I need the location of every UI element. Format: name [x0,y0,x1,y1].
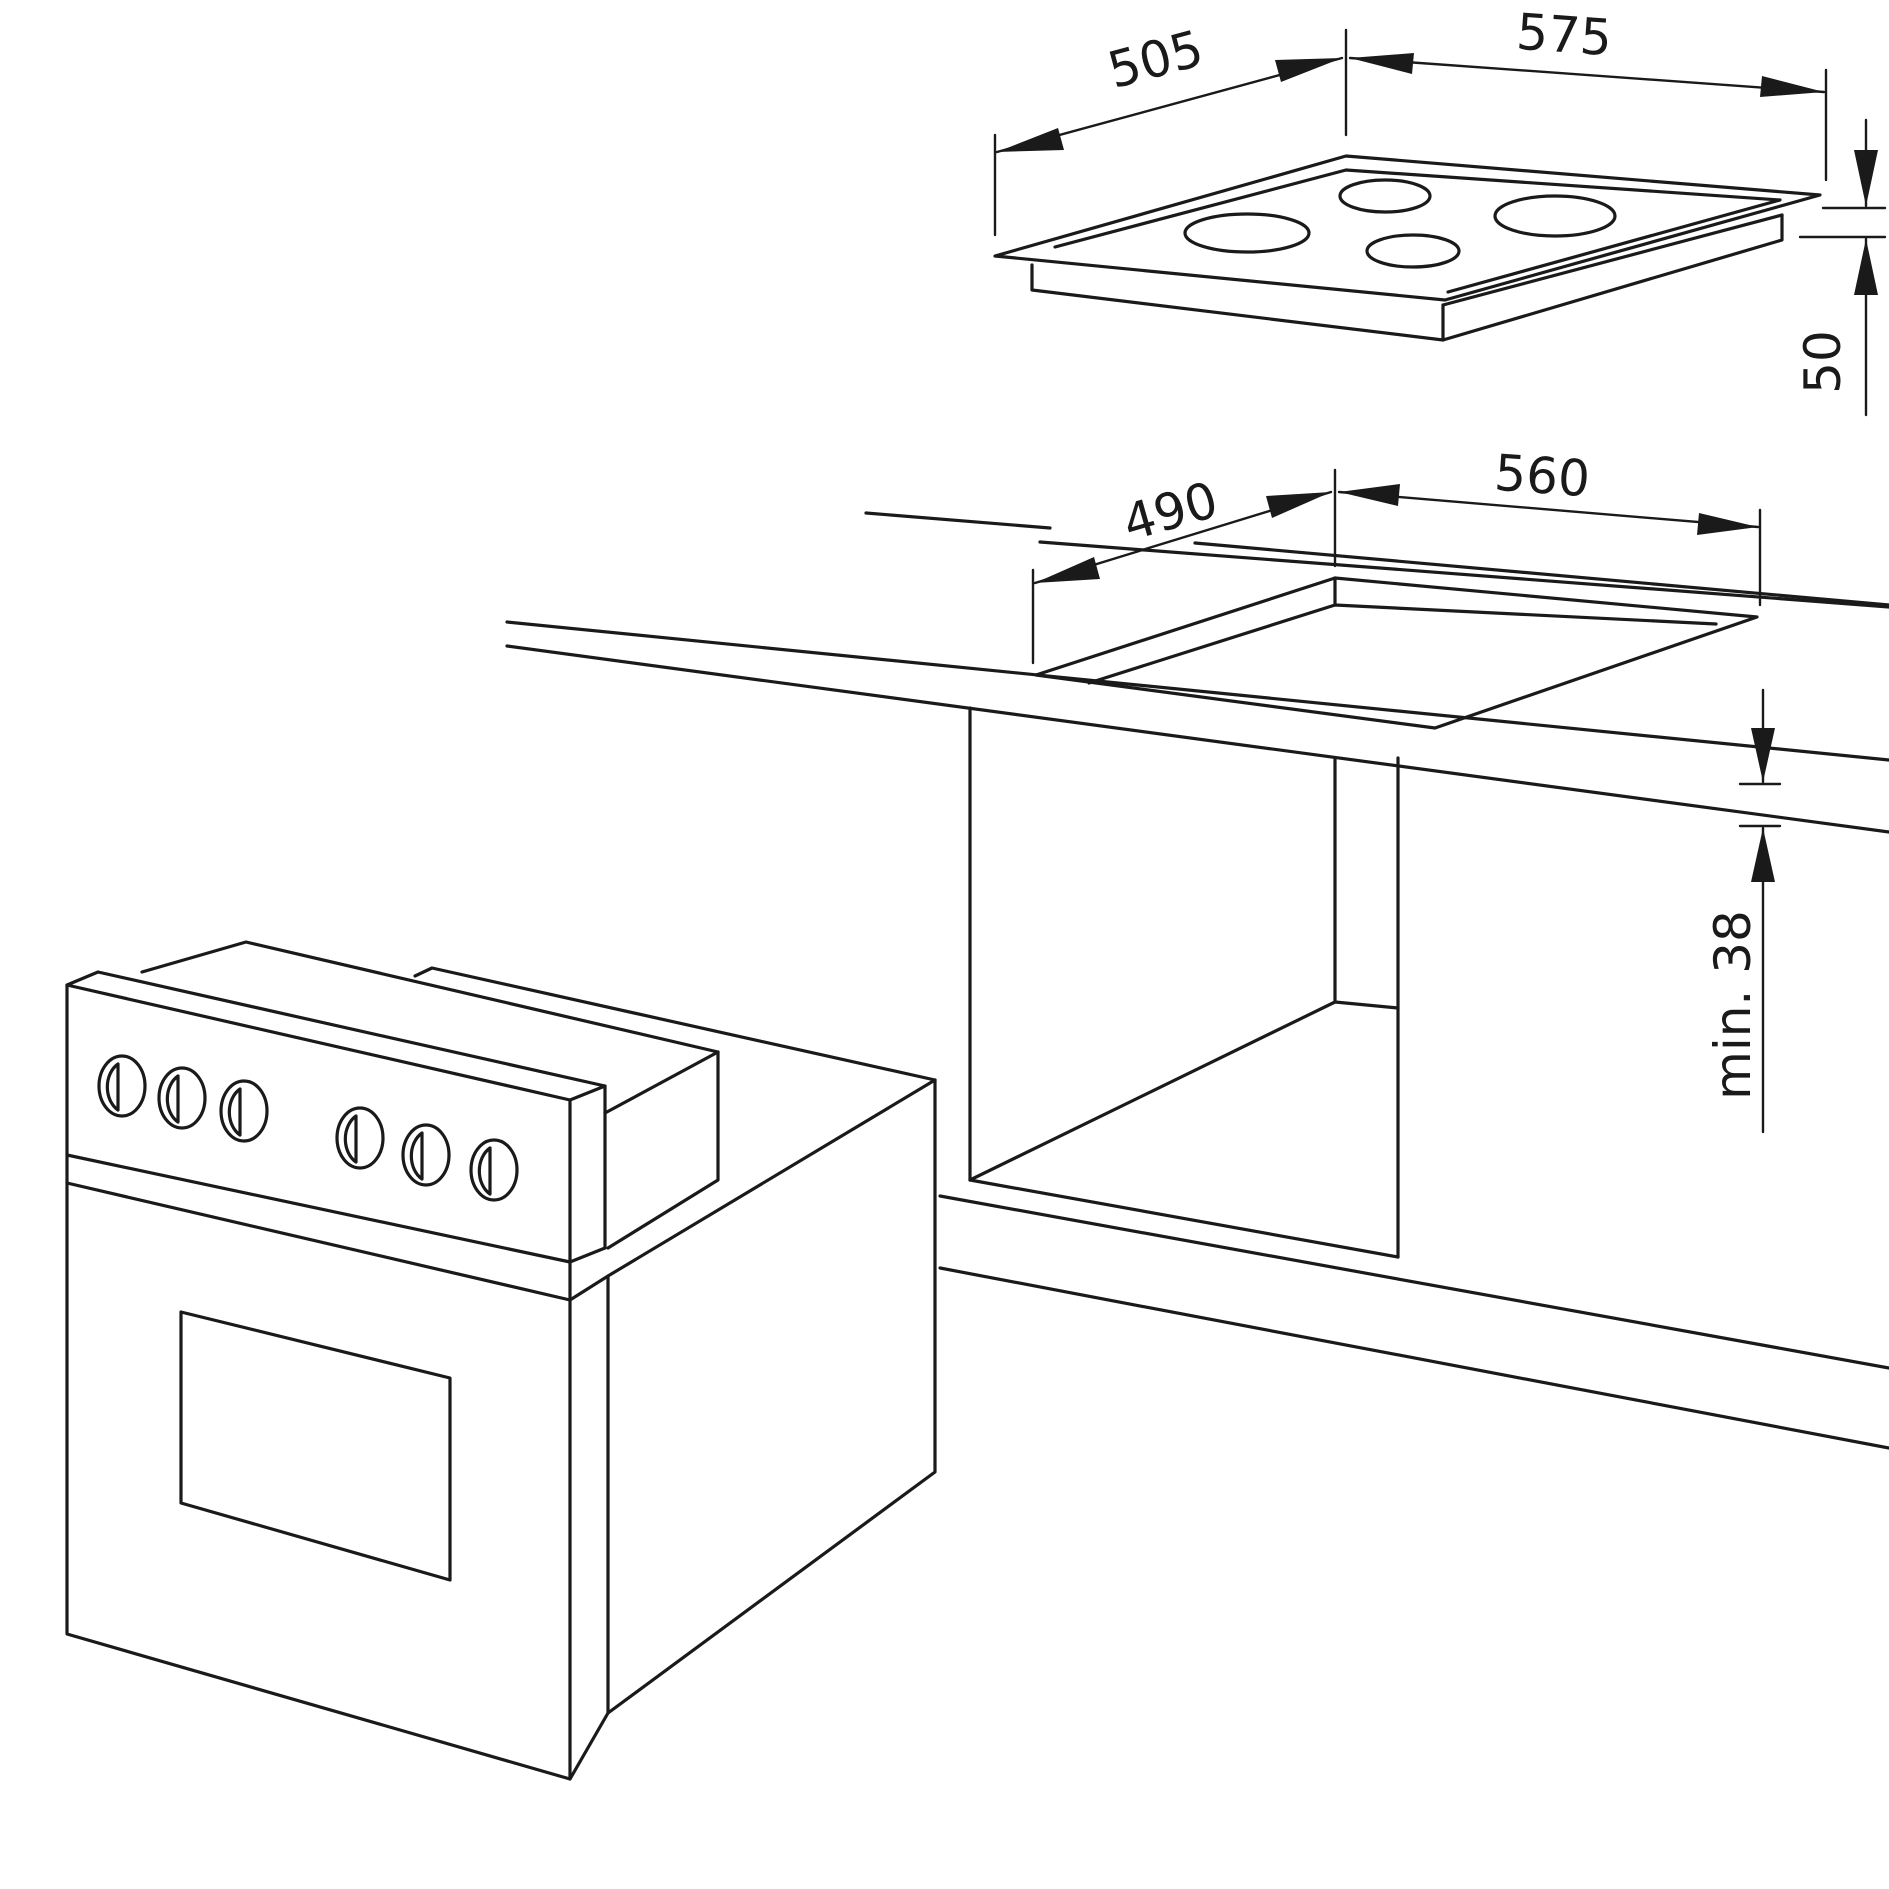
oven-door[interactable] [65,1181,572,1781]
dim-label-575: 575 [1515,3,1614,68]
oven-top-right [413,966,937,1082]
oven-window [179,1310,452,1582]
control-panel-top [65,970,607,1102]
oven-top-left [140,940,720,1054]
arrow-head [1035,557,1100,583]
arrow-head [1854,150,1878,206]
dim-label-min38: min. 38 [1704,910,1762,1100]
arrow-head [1266,492,1331,518]
knob-4[interactable] [335,1106,385,1170]
oven-door-edge [568,1274,610,1781]
arrow-head [997,128,1064,152]
cutout [1034,576,1759,730]
knob-5[interactable] [401,1123,451,1187]
dim-worktop-thickness: min. 38 [1704,688,1782,1134]
arrow-head [1350,53,1414,74]
dim-label-50: 50 [1794,330,1852,394]
arrow-head [1854,239,1878,295]
arrow-head [1275,58,1342,82]
oven [65,940,937,1781]
cutout-inner-edge [1087,603,1718,685]
arrow-head [1339,484,1400,506]
arrow-head [1751,828,1775,882]
worktop [505,511,1889,834]
cutout-outline [1034,576,1759,730]
oven-vent-block [606,1050,720,1250]
hob-zone-left [1183,212,1311,254]
dim-hob-height: 50 [1794,118,1887,417]
hob-lower-edge [1441,213,1784,307]
dim-label-505: 505 [1102,19,1209,100]
hob-body-right [1441,213,1784,342]
arrow-head [1760,76,1824,97]
hob [993,154,1822,342]
dim-hob-depth: 505 [993,19,1348,237]
dim-label-560: 560 [1493,444,1592,509]
knob-3[interactable] [219,1079,269,1143]
hob-zone-back [1338,178,1432,214]
arrow-head [1697,513,1758,535]
hob-body-front [1030,263,1445,342]
hob-zone-right [1493,194,1617,238]
dim-cutout-depth: 490 [1031,468,1337,665]
dim-label-490: 490 [1116,471,1224,553]
knob-6[interactable] [469,1138,519,1202]
knob-1[interactable] [97,1054,147,1118]
control-panel [65,983,572,1264]
hob-zone-front [1365,233,1461,269]
hob-glass-inner [1053,168,1782,294]
oven-side [606,1078,937,1715]
cabinet-niche [938,706,1889,1450]
arrow-head [1751,728,1775,782]
dim-hob-width: 575 [1348,3,1828,182]
knob-2[interactable] [157,1066,207,1130]
hob-glass-top [993,154,1822,302]
dim-cutout-width: 560 [1337,444,1762,607]
